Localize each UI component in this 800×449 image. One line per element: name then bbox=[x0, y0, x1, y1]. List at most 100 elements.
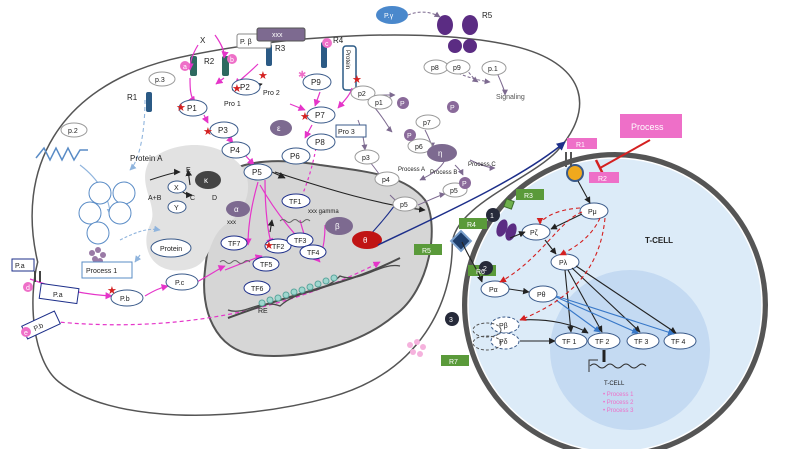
xxx-label: xxx bbox=[227, 220, 236, 226]
tf-nodes bbox=[220, 193, 327, 296]
magenta-nodes bbox=[178, 73, 336, 181]
y-node-label: Y bbox=[174, 205, 179, 212]
badge-a: a bbox=[183, 64, 187, 71]
p-badge-1-label: P bbox=[400, 101, 405, 108]
lower-p6-label: p6 bbox=[415, 144, 423, 151]
x-node-label: X bbox=[174, 185, 179, 192]
pro-3-box bbox=[335, 124, 367, 138]
lower-p5-right-label: p5 bbox=[450, 188, 458, 195]
p-badge-2 bbox=[447, 101, 459, 113]
node-p-c bbox=[165, 273, 199, 291]
p9-small-label: p9 bbox=[453, 65, 461, 72]
receptor-r3 bbox=[266, 44, 272, 66]
process-b-label: Process B bbox=[430, 170, 457, 176]
p-2-label: p.2 bbox=[68, 128, 78, 135]
p-beta-label: P. β bbox=[240, 39, 252, 46]
receptor-r1-label: R1 bbox=[127, 93, 138, 102]
receptor-r5 bbox=[437, 15, 478, 53]
beta-label: β bbox=[335, 222, 340, 231]
orange-receptor bbox=[566, 164, 584, 182]
svg-text:★: ★ bbox=[264, 240, 274, 252]
xxx-box-label: xxx bbox=[272, 32, 283, 39]
p-3-label: p.3 bbox=[155, 77, 165, 84]
p-a-inside bbox=[38, 282, 80, 305]
node-p6 bbox=[281, 147, 311, 165]
node-p3 bbox=[209, 121, 239, 139]
p1-label: P1 bbox=[187, 104, 197, 113]
p-gamma-label: P.γ bbox=[384, 13, 394, 20]
pro-1-label: Pro 1 bbox=[224, 101, 241, 108]
node-p-3 bbox=[148, 71, 176, 87]
pzeta-label: Pζ bbox=[530, 230, 538, 237]
num-3-label: 3 bbox=[449, 317, 453, 324]
pb-node-label: P.b bbox=[120, 296, 130, 303]
p2-label: P2 bbox=[240, 83, 250, 92]
pink-star: ✱ bbox=[298, 70, 306, 81]
e-label: E bbox=[186, 167, 191, 174]
tcell-r7-label: R7 bbox=[449, 359, 458, 366]
node-p8 bbox=[306, 133, 336, 151]
tf3-label: TF3 bbox=[294, 238, 307, 245]
node-p6-lower bbox=[407, 138, 433, 154]
p8-label-main: P8 bbox=[315, 138, 325, 147]
pbeta-label: Pβ bbox=[499, 323, 508, 330]
node-p-2 bbox=[60, 122, 88, 138]
tcell-r2-label: R2 bbox=[598, 176, 607, 183]
tf5-label: TF5 bbox=[260, 262, 273, 269]
tcell-tf4-label: TF 4 bbox=[671, 339, 685, 346]
ptheta-label: Pθ bbox=[537, 292, 546, 299]
c-label: C bbox=[190, 195, 195, 202]
p6-label: P6 bbox=[290, 152, 300, 161]
p-badge-3 bbox=[404, 129, 416, 141]
p-badge-4-label: P bbox=[462, 181, 467, 188]
lower-p2-label: p2 bbox=[358, 91, 366, 98]
node-p9 bbox=[302, 73, 332, 91]
node-pdelta bbox=[490, 332, 520, 350]
badge-b: b bbox=[230, 57, 234, 64]
pb-outside-label: P.b bbox=[33, 322, 45, 332]
magenta-badges bbox=[21, 38, 332, 337]
tcell-r5 bbox=[414, 244, 442, 255]
process-1-label: Process 1 bbox=[86, 268, 117, 275]
p8-label: p8 bbox=[431, 65, 439, 72]
p-badge-2-label: P bbox=[450, 105, 455, 112]
pa-outside-label: P.a bbox=[15, 263, 25, 270]
tcell-tf3-label: TF 3 bbox=[634, 339, 648, 346]
epsilon-blob bbox=[270, 120, 292, 136]
num-3 bbox=[445, 312, 459, 326]
receptor-r3-label: R3 bbox=[275, 44, 286, 53]
p-badge-3-label: P bbox=[407, 133, 412, 140]
lower-p3-label: p3 bbox=[362, 155, 370, 162]
phospho-stars: ★★ ★★ ★★ ★★ bbox=[107, 70, 362, 297]
pa-inside-label: P.a bbox=[53, 292, 63, 299]
protein-receptor bbox=[342, 45, 357, 91]
tcell-r4 bbox=[459, 218, 487, 229]
zigzag-receptor bbox=[35, 146, 88, 162]
svg-text:★: ★ bbox=[300, 111, 310, 123]
tf4-label: TF4 bbox=[307, 250, 320, 257]
signaling-label: Signaling bbox=[496, 94, 525, 101]
protein-node bbox=[150, 238, 192, 258]
node-p1-small bbox=[367, 94, 393, 110]
lower-p4-label: p4 bbox=[382, 177, 390, 184]
tf1-label: TF1 bbox=[289, 199, 302, 206]
tcell-r5-label: R5 bbox=[422, 248, 431, 255]
receptor-r4 bbox=[321, 42, 327, 68]
node-x bbox=[167, 180, 187, 194]
badge-d: d bbox=[26, 285, 30, 292]
num-1-label: 1 bbox=[490, 213, 494, 220]
xxx-gamma-label: xxx gamma bbox=[308, 209, 339, 215]
svg-text:★: ★ bbox=[232, 83, 242, 95]
protein-label: Protein bbox=[160, 246, 182, 253]
tcell-r6-label: R6 bbox=[476, 269, 485, 276]
process-c-label: Process C bbox=[468, 162, 496, 168]
xxx-gene-wave bbox=[219, 260, 251, 264]
tcell-nodes bbox=[480, 202, 609, 350]
tcell-r3-label: R3 bbox=[524, 193, 533, 200]
receptor-r2-label: R2 bbox=[204, 57, 215, 66]
theta-blob bbox=[352, 231, 382, 249]
node-p1-top bbox=[481, 60, 507, 76]
node-p7 bbox=[306, 106, 336, 124]
palpha-label: Pα bbox=[489, 287, 498, 294]
